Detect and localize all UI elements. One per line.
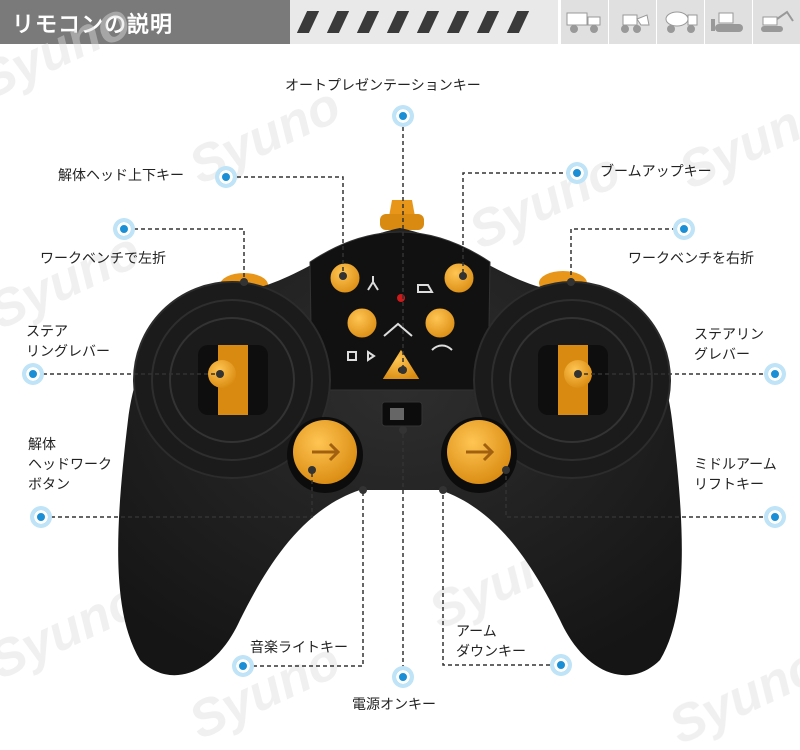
center-left-button[interactable] [344,305,380,341]
demolition-head-work-marker [30,506,52,528]
label-middle-arm-lift-key: ミドルアーム リフトキー [694,457,777,493]
header-bar: リモコンの説明 [0,0,800,44]
rotate-icon [431,344,453,351]
center-right-button[interactable] [422,305,458,341]
boom-up-button[interactable] [441,260,477,296]
loader-icon [608,0,656,44]
top-knob [380,214,424,230]
label-demolition-head-work-button: 解体 ヘッドワーク ボタン [28,437,112,493]
label-work-bench-right: ワークベンチを右折 [628,251,754,267]
excavator-icon [752,0,800,44]
steering-lever-right-marker [764,363,786,385]
demolition-head-updown-marker [215,166,237,188]
bulldozer-icon [704,0,752,44]
claw-icon [367,276,379,291]
music-light-marker [232,655,254,677]
speaker-icon [367,350,376,362]
work-bench-right-marker [673,218,695,240]
label-demolition-head-updown-key: 解体ヘッド上下キー [58,168,184,184]
auto-presentation-marker [392,105,414,127]
auto-presentation-button[interactable] [379,346,423,381]
power-switch[interactable] [390,408,404,420]
label-boom-up-key: ブームアップキー [600,164,712,180]
middle-arm-lift-marker [764,506,786,528]
light-icon [347,351,357,361]
excavator-glyph-icon [417,284,434,293]
power-on-marker [392,666,414,688]
mixer-truck-icon [656,0,704,44]
label-arm-down-key: アーム ダウンキー [456,624,526,660]
label-work-bench-left: ワークベンチで左折 [40,251,166,267]
arm-down-marker [550,654,572,676]
label-power-on-key: 電源オンキー [352,697,436,713]
label-steering-lever-right: ステアリン グレバー [694,327,764,363]
divider-lines [383,322,413,337]
work-bench-left-marker [113,218,135,240]
dump-truck-icon [560,0,608,44]
label-auto-presentation-key: オートプレゼンテーションキー [285,78,481,94]
title-bar: リモコンの説明 [0,0,290,44]
vehicle-icon-strip [560,0,800,44]
page-title: リモコンの説明 [12,13,174,38]
label-steering-lever-left: ステア リングレバー [26,324,110,360]
label-music-light-key: 音楽ライトキー [250,640,348,656]
decorative-stripes [290,0,558,44]
steering-lever-left-marker [22,363,44,385]
boom-up-marker [566,162,588,184]
